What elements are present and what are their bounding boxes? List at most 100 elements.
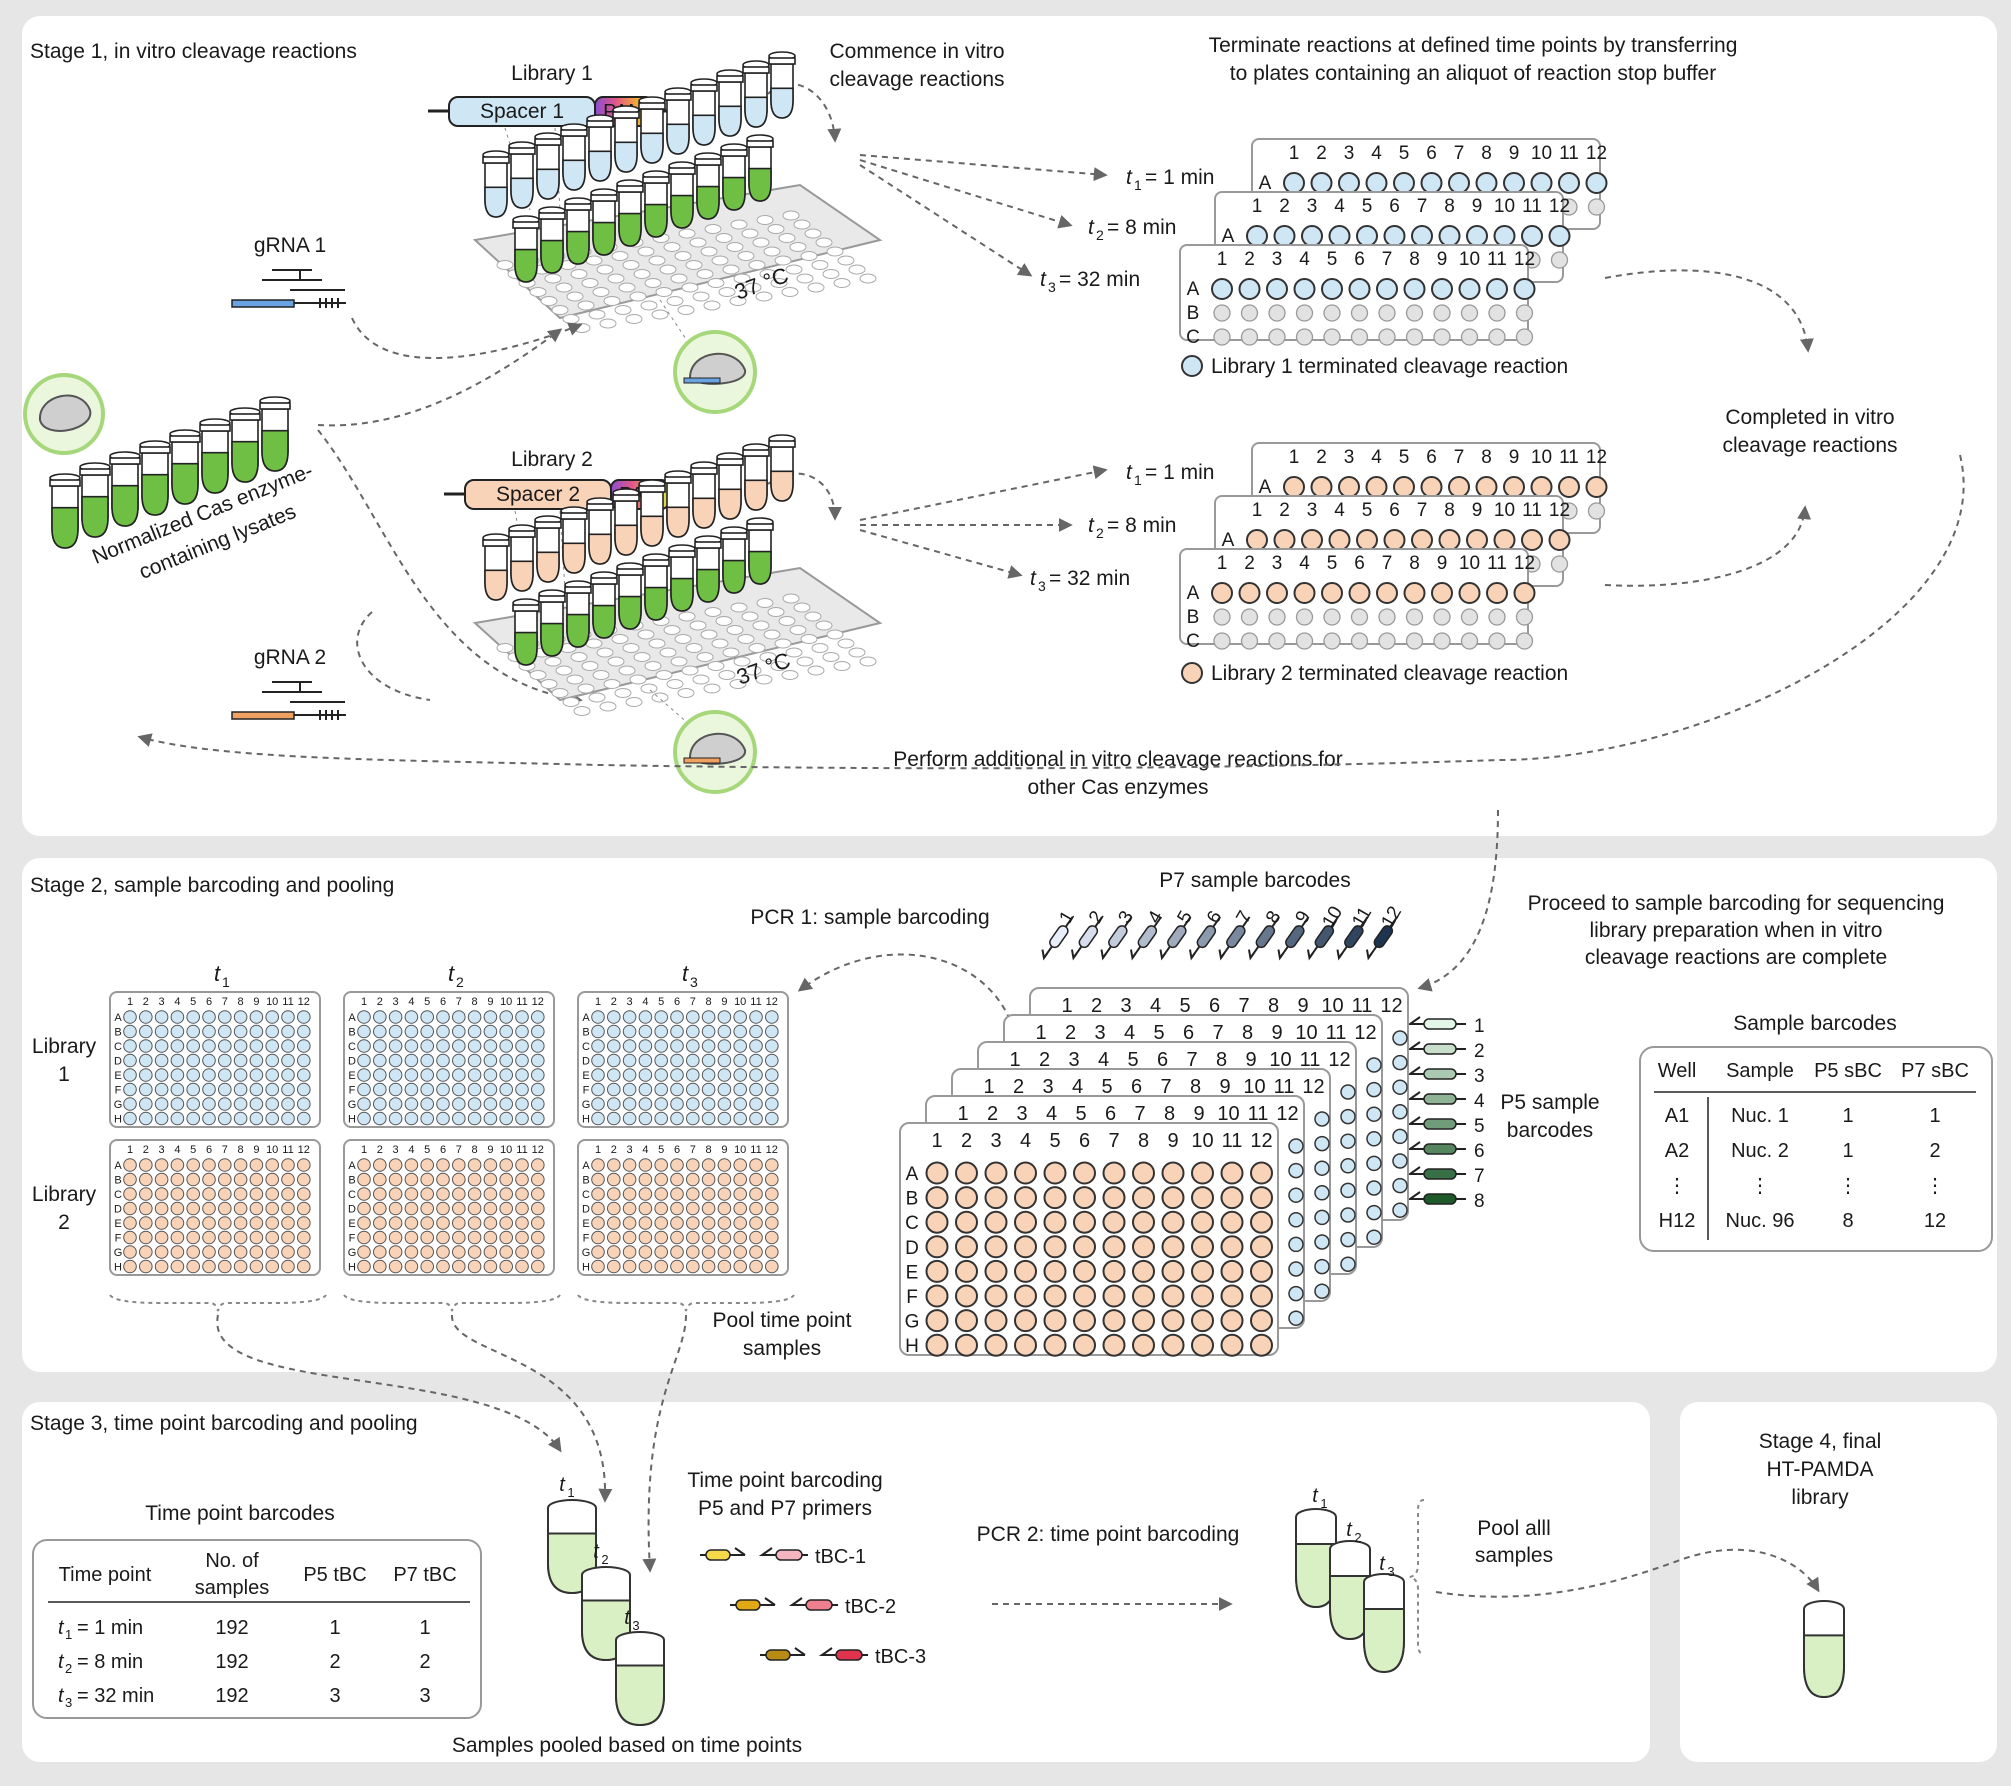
sample-well (265, 1039, 280, 1053)
tp-symbol: t (58, 1651, 65, 1673)
plate-row-label: G (348, 1099, 357, 1111)
reaction-tube (746, 134, 774, 202)
svg-text:2: 2 (456, 974, 464, 990)
sample-well (249, 1053, 264, 1068)
tray-well (759, 652, 777, 662)
tray-well (674, 634, 692, 644)
reaction-tube (616, 562, 644, 630)
sample-well (591, 1039, 605, 1053)
reaction-tube (642, 170, 670, 238)
sample-well (733, 1097, 748, 1111)
sample-well (765, 1245, 779, 1259)
p7-primer-3 (1100, 916, 1133, 961)
tray-well (785, 264, 803, 275)
sample-well (218, 1259, 232, 1274)
empty-well (1213, 328, 1231, 346)
tray-well (659, 264, 677, 275)
empty-well (1323, 328, 1341, 346)
sample-well (249, 1230, 264, 1245)
tray-well (770, 278, 788, 288)
p5-number: 3 (1474, 1066, 1485, 1087)
sample-well (202, 1024, 216, 1039)
sample-well (499, 1187, 514, 1201)
p7-primer-7 (1218, 916, 1251, 961)
sample-well (265, 1111, 280, 1126)
plate-column-label: 5 (1327, 553, 1338, 574)
reaction-well (1558, 172, 1580, 194)
sample-well (420, 1024, 435, 1039)
sample-well (1288, 1138, 1304, 1154)
tp-cell: 1 (419, 1617, 430, 1639)
sample-well (670, 1053, 684, 1068)
sample-well (297, 1082, 311, 1097)
sample-well (297, 1245, 311, 1259)
plate-column-label: 6 (1079, 1130, 1090, 1152)
tray-well (782, 593, 800, 604)
plate-column-label: 12 (1302, 1076, 1324, 1098)
svg-text:= 32 min: = 32 min (1049, 567, 1130, 590)
plate-row-label: C (1186, 631, 1200, 652)
sample-well (233, 1024, 248, 1039)
plate-column-label: 3 (393, 996, 399, 1008)
sample-well (483, 1010, 498, 1024)
tray-well (700, 629, 718, 640)
tube-label: t (1379, 1553, 1386, 1575)
plate-row-label: H (348, 1262, 356, 1274)
sample-well (404, 1039, 419, 1053)
sample-well (467, 1111, 482, 1126)
sample-well (925, 1333, 949, 1357)
plate-column-label: 7 (1108, 1130, 1119, 1152)
sample-well (123, 1259, 137, 1274)
plate-column-label: 2 (143, 1144, 149, 1156)
legend1-label: Library 1 terminated cleavage reaction (1211, 355, 1568, 378)
sample-well (233, 1053, 248, 1068)
plate-column-label: 1 (957, 1103, 968, 1125)
sample-well (420, 1010, 435, 1024)
sample-well (154, 1245, 169, 1259)
tray-well (551, 688, 569, 698)
empty-well (1515, 328, 1534, 346)
sample-well (123, 1111, 137, 1126)
empty-well (1240, 328, 1259, 346)
reaction-well (1513, 582, 1536, 604)
plate-column-label: 9 (1167, 1130, 1178, 1152)
stage1-title: Stage 1, in vitro cleavage reactions (30, 40, 357, 63)
sample-well (404, 1082, 419, 1097)
sample-well (686, 1068, 700, 1082)
sbc-cell: 2 (1929, 1140, 1940, 1162)
plate-row-label: A (348, 1012, 356, 1024)
sample-well (515, 1158, 529, 1172)
reaction-well (1273, 529, 1296, 551)
reaction-tube (564, 580, 592, 648)
tp-barcodes-title: Time point barcodes (145, 1502, 334, 1525)
sample-well (467, 1039, 482, 1053)
reaction-well (1530, 172, 1553, 194)
tray-well (737, 634, 755, 644)
tray-well (793, 219, 811, 230)
reaction-well (1431, 278, 1453, 300)
sample-well (515, 1216, 529, 1230)
reaction-well (1348, 278, 1371, 300)
sample-well (515, 1201, 529, 1216)
tube-label: t (559, 1474, 566, 1496)
sample-well (357, 1259, 371, 1274)
sample-well (591, 1201, 605, 1216)
sample-well (281, 1259, 295, 1274)
sample-well (749, 1053, 763, 1068)
tray-well (700, 246, 718, 257)
plate-column-label: 5 (658, 1144, 664, 1156)
tray-well (529, 670, 547, 680)
sample-well (591, 1158, 605, 1172)
sample-well (686, 1259, 700, 1274)
plate-row-label: D (905, 1238, 919, 1259)
tray-well (614, 688, 632, 698)
plate-row-label: D (582, 1204, 590, 1216)
sample-well (281, 1111, 295, 1126)
sample-well (123, 1245, 137, 1259)
sample-well (281, 1216, 295, 1230)
sample-well (749, 1082, 763, 1097)
tray-well (659, 647, 677, 658)
